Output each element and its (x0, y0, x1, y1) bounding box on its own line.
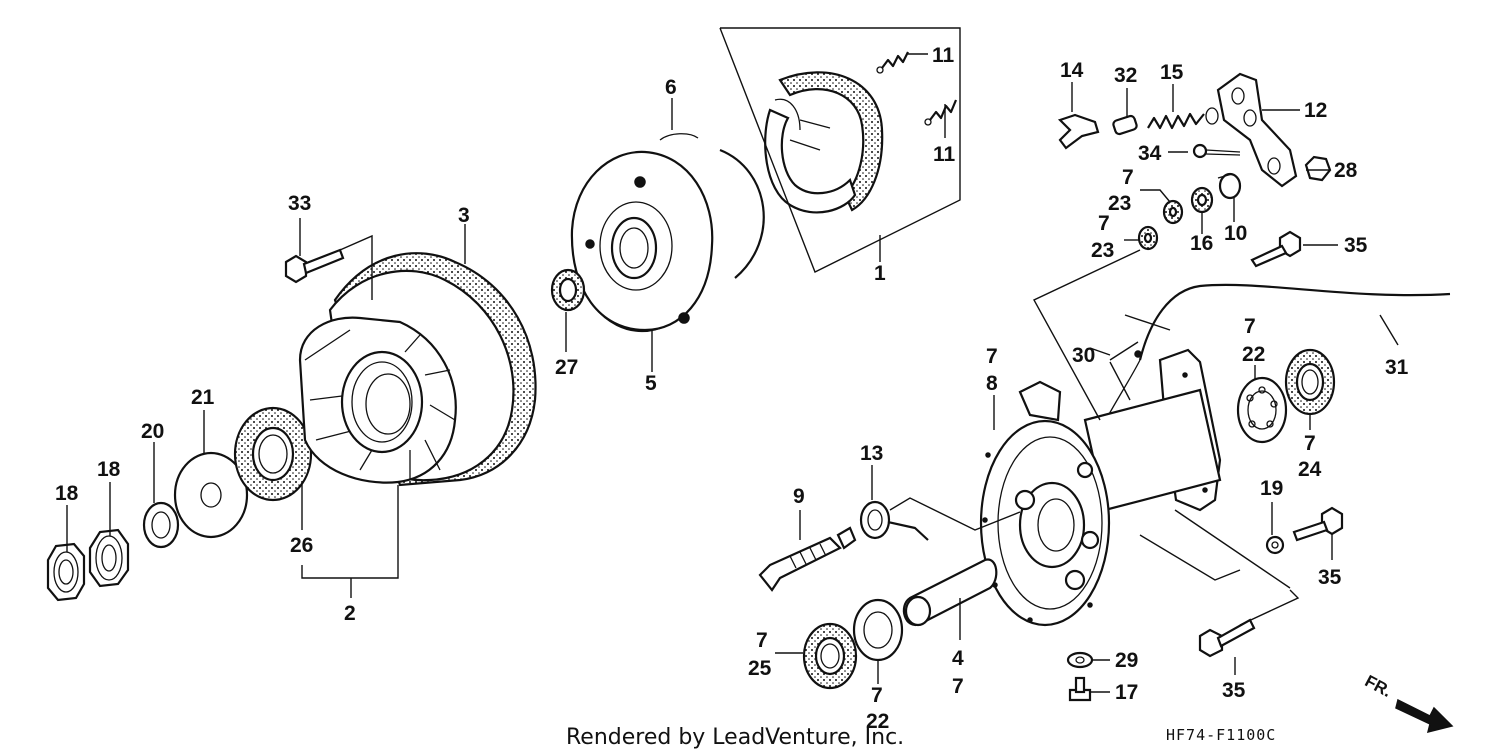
callout-5: 5 (645, 372, 657, 395)
brake-cam-9 (758, 526, 857, 592)
callout-18b: 18 (97, 458, 121, 481)
bolt-35c (1198, 618, 1256, 658)
nut-23a (1162, 199, 1184, 225)
callout-29: 29 (1115, 649, 1138, 672)
callout-19: 19 (1260, 477, 1283, 500)
callout-14: 14 (1060, 59, 1084, 82)
leader-lines (66, 27, 1399, 693)
callout-30: 30 (1072, 344, 1095, 367)
callout-4: 4 (952, 647, 964, 670)
washer-20 (142, 501, 180, 549)
brake-shoe-set-1 (764, 71, 884, 214)
callout-28: 28 (1334, 159, 1358, 182)
callout-1: 1 (874, 262, 886, 285)
callout-4-7: 7 (952, 675, 964, 698)
nut-18a (46, 542, 86, 602)
callout-35a: 35 (1344, 234, 1368, 257)
bolt-33 (284, 248, 345, 284)
callout-22b-7: 7 (871, 684, 883, 707)
spring-11a (876, 51, 909, 74)
bracket-12 (1216, 72, 1298, 188)
pin-32 (1112, 114, 1138, 136)
callout-8: 8 (986, 372, 998, 395)
callout-25: 25 (748, 657, 772, 680)
callout-labels: 1 2 3 4 7 5 6 7 8 9 10 11 11 12 13 14 15… (55, 44, 1409, 733)
front-arrow-icon (1395, 698, 1454, 734)
callout-15: 15 (1160, 61, 1184, 84)
callout-3: 3 (458, 204, 470, 227)
callout-12: 12 (1304, 99, 1327, 122)
fr-label: FR. (1362, 671, 1395, 701)
callout-35c: 35 (1222, 679, 1246, 702)
callout-32: 32 (1114, 64, 1137, 87)
callout-34: 34 (1138, 142, 1162, 165)
oil-seal-26 (233, 406, 313, 502)
bolt-35b (1292, 506, 1344, 542)
callout-8-7: 7 (986, 345, 998, 368)
callout-33: 33 (288, 192, 311, 215)
front-direction-indicator: FR. (1362, 671, 1454, 734)
washer-21 (173, 451, 249, 539)
o-ring-large (719, 148, 765, 279)
callout-11a: 11 (932, 44, 955, 67)
bearing-22b (852, 598, 904, 662)
callout-31: 31 (1385, 356, 1409, 379)
callout-22a: 22 (1242, 343, 1265, 366)
callout-26: 26 (290, 534, 313, 557)
bolt-34 (1192, 143, 1241, 159)
brake-arm-13 (859, 500, 929, 541)
callout-35b: 35 (1318, 566, 1342, 589)
callout-24: 24 (1298, 458, 1322, 481)
callout-25-7: 7 (756, 629, 768, 652)
brake-panel-5 (570, 133, 714, 333)
callout-23a-7: 7 (1122, 166, 1134, 189)
oil-seal-24 (1284, 348, 1336, 416)
callout-16: 16 (1190, 232, 1213, 255)
callout-17: 17 (1115, 681, 1138, 704)
callout-23b: 23 (1091, 239, 1114, 262)
lever-14 (1057, 113, 1100, 150)
washer-19 (1265, 535, 1285, 555)
callout-27: 27 (555, 356, 578, 379)
bolt-17 (1068, 676, 1092, 702)
callout-22a-7: 7 (1244, 315, 1256, 338)
oil-seal-27 (550, 268, 586, 312)
bearing-22a (1236, 376, 1288, 444)
callout-23a: 23 (1108, 192, 1131, 215)
spring-11b (924, 99, 958, 126)
nut-23b (1137, 225, 1159, 251)
washer-10 (1217, 172, 1242, 200)
axle-housing-8 (979, 348, 1222, 627)
callout-2: 2 (344, 602, 356, 625)
callout-21: 21 (191, 386, 215, 409)
callout-9: 9 (793, 485, 805, 508)
callout-11b: 11 (933, 143, 956, 166)
brake-drum-hub-3 (298, 252, 537, 487)
nut-28 (1304, 155, 1332, 182)
washer-29 (1066, 651, 1094, 669)
callout-23b-7: 7 (1098, 212, 1110, 235)
callout-18a: 18 (55, 482, 79, 505)
callout-24-7: 7 (1304, 432, 1316, 455)
render-credit: Rendered by LeadVenture, Inc. (566, 725, 904, 750)
spring-15 (1147, 107, 1219, 130)
callout-13: 13 (860, 442, 883, 465)
nut-16 (1190, 186, 1214, 214)
oil-seal-25 (802, 622, 858, 690)
callout-22b: 22 (866, 710, 889, 733)
collar-4 (902, 558, 998, 627)
diagram-code: HF74-F1100C (1166, 726, 1276, 744)
bolt-35a (1250, 230, 1302, 268)
callout-6: 6 (665, 76, 677, 99)
callout-20: 20 (141, 420, 164, 443)
nut-18b (88, 528, 130, 588)
callout-10: 10 (1224, 222, 1247, 245)
